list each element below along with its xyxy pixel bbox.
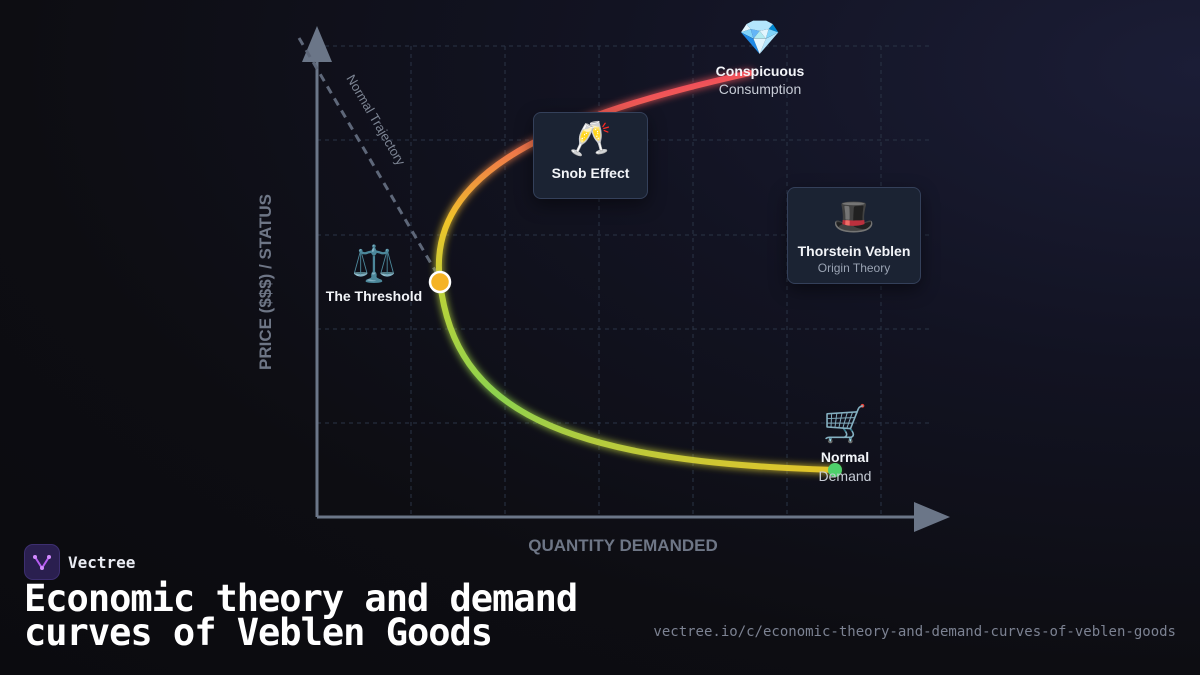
conspicuous-label-line2: Consumption — [719, 81, 802, 97]
normal-trajectory-label: Normal Trajectory — [343, 72, 408, 168]
veblen-card-subtitle: Origin Theory — [817, 261, 891, 275]
brand: Vectree — [24, 544, 135, 580]
x-axis-title: QUANTITY DEMANDED — [528, 536, 718, 555]
y-axis-title: PRICE ($$$) / STATUS — [256, 194, 275, 370]
source-url: vectree.io/c/economic-theory-and-demand-… — [653, 624, 1176, 640]
veblen-card-title: Thorstein Veblen — [797, 243, 911, 259]
threshold-label: The Threshold — [326, 288, 422, 304]
champagne-glasses-icon: 🥂 — [569, 119, 612, 159]
top-hat-icon: 🎩 — [832, 197, 876, 237]
balance-scale-icon: ⚖️ — [352, 243, 397, 285]
vectree-logo-icon — [24, 544, 60, 580]
normal-demand-label-line1: Normal — [821, 449, 869, 465]
diamond-icon: 💎 — [739, 18, 781, 58]
normal-demand-point — [828, 463, 842, 477]
thorstein-veblen-card: 🎩 Thorstein Veblen Origin Theory — [787, 187, 921, 284]
page-title: Economic theory and demand curves of Veb… — [24, 577, 664, 654]
page-title-line2: curves of Veblen Goods — [24, 611, 493, 654]
brand-name: Vectree — [68, 552, 136, 572]
normal-demand-label-line2: Demand — [819, 468, 872, 484]
snob-effect-title: Snob Effect — [551, 165, 630, 181]
normal-trajectory-line — [297, 37, 438, 273]
shopping-cart-icon: 🛒 — [823, 403, 868, 445]
snob-effect-card: 🥂 Snob Effect — [533, 112, 648, 199]
threshold-point — [428, 270, 452, 294]
page-title-line1: Economic theory and demand — [24, 577, 578, 620]
conspicuous-label-line1: Conspicuous — [716, 63, 805, 79]
